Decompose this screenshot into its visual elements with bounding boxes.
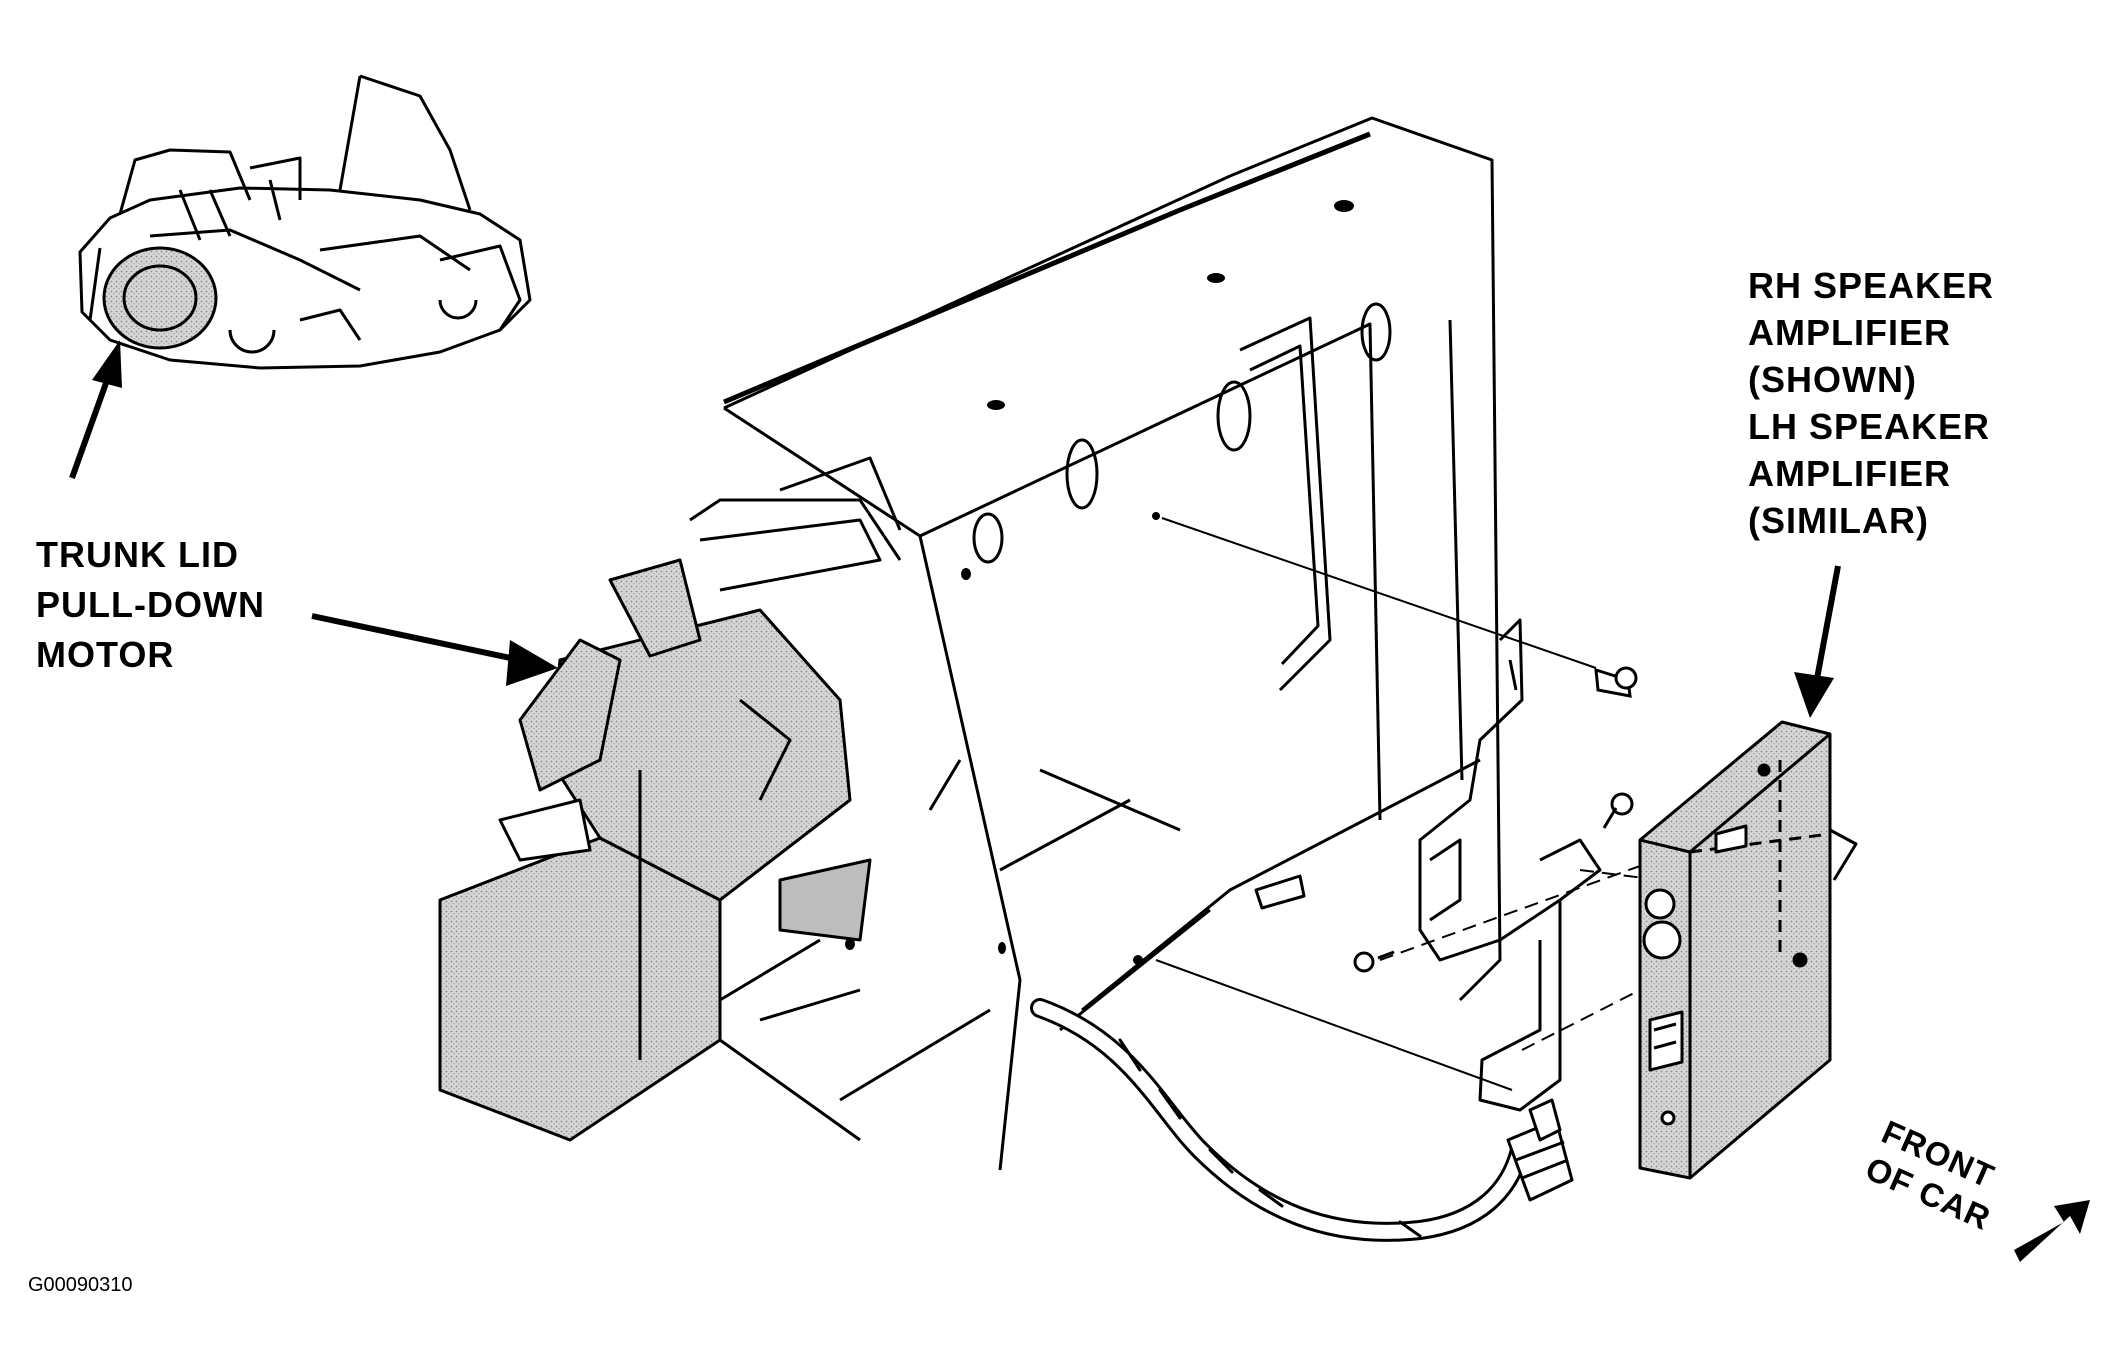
car-locator-inset [78, 74, 532, 370]
amplifier-bracket [1418, 618, 1602, 1112]
trunk-panel [719, 116, 1502, 1171]
motor-callout: TRUNK LID PULL-DOWN MOTOR [36, 534, 265, 675]
inset-arrow-icon [69, 340, 122, 480]
speaker-amplifier [1638, 720, 1858, 1180]
front-of-car-arrow-icon [2014, 1200, 2090, 1262]
screw-icon [1353, 666, 1638, 973]
mounting-holes [845, 200, 1354, 965]
harness-connector [1506, 1098, 1574, 1202]
alignment-lines [1155, 517, 1661, 1091]
wiring-harness [1030, 998, 1530, 1242]
figure-code: G00090310 [28, 1274, 133, 1296]
pull-down-motor [438, 498, 902, 1142]
amplifier-arrow-icon [1794, 565, 1841, 718]
panel-edge [723, 131, 1371, 405]
motor-arrow-icon [311, 613, 558, 686]
amplifier-callout: RH SPEAKER AMPLIFIER (SHOWN) LH SPEAKER … [1748, 265, 1995, 541]
